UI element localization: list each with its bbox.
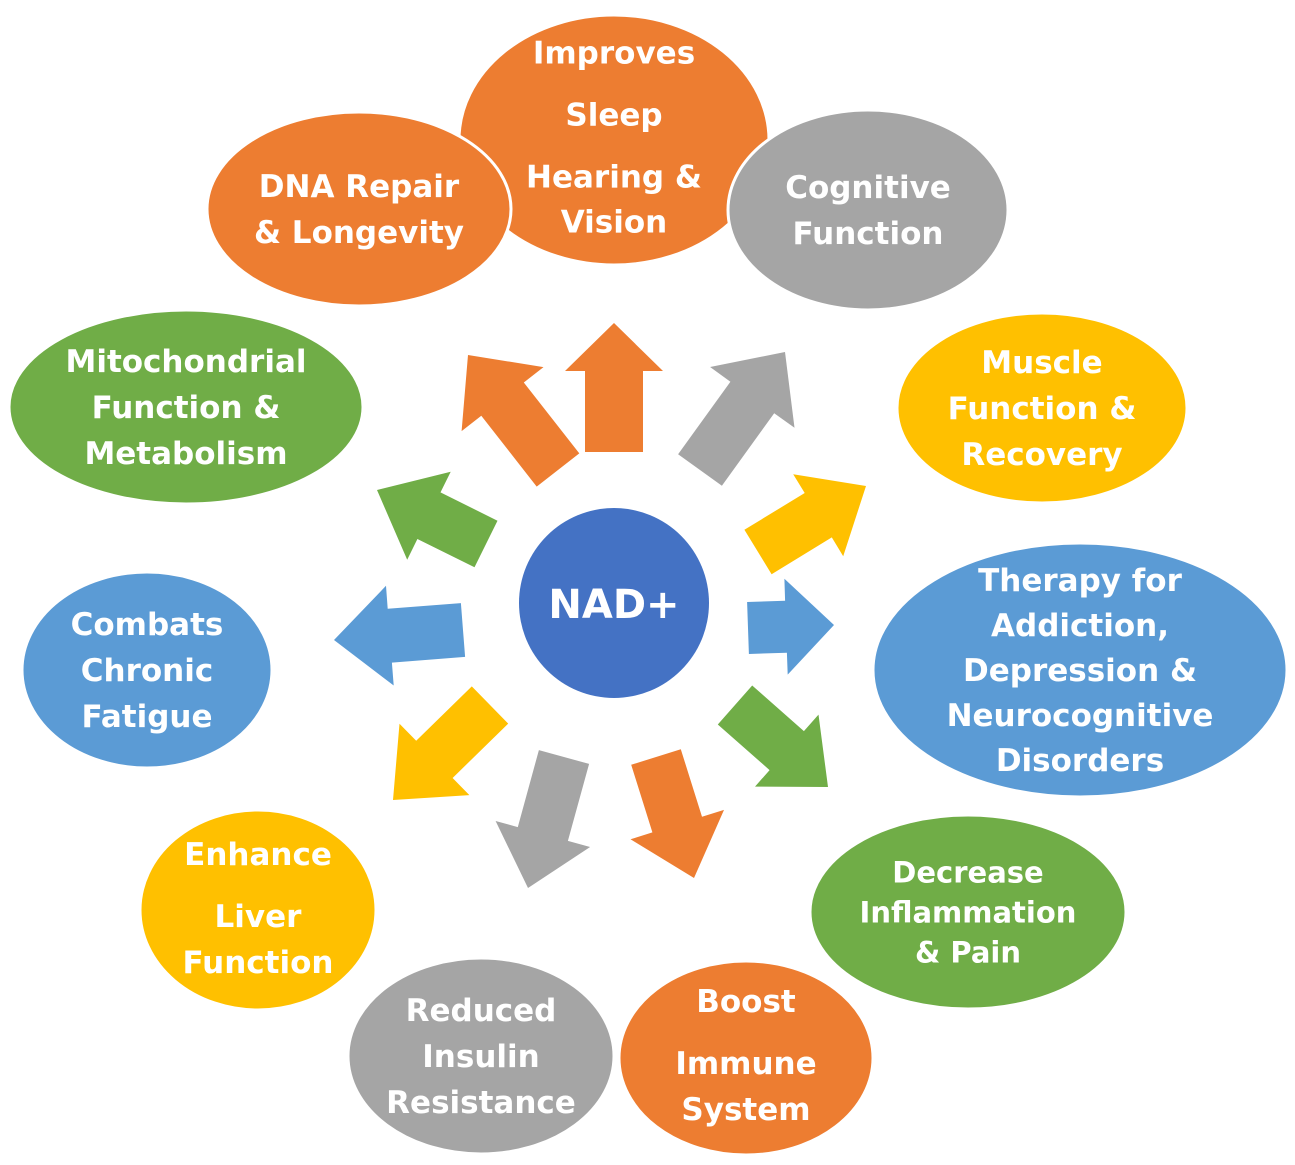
arrows-layer <box>334 323 866 888</box>
benefit-label-line: Fatigue <box>81 699 212 735</box>
benefit-label-line: Recovery <box>961 437 1122 473</box>
center-node <box>519 508 709 698</box>
benefit-label-line: Neurocognitive <box>947 698 1214 734</box>
benefit-label-line: Sleep <box>565 98 662 134</box>
benefit-label-line: Vision <box>561 205 668 241</box>
benefit-ellipse <box>138 808 378 1012</box>
arrow-8 <box>495 750 591 888</box>
benefit-ellipse <box>726 108 1010 312</box>
benefit-label-line: Metabolism <box>84 436 287 472</box>
arrow-11 <box>377 471 498 568</box>
arrow-3 <box>678 352 795 486</box>
arrow-6 <box>717 685 828 787</box>
benefit-ellipse <box>808 813 1128 1011</box>
benefit-label-line: Hearing & <box>526 160 702 196</box>
benefit-label-line: Resistance <box>386 1085 576 1121</box>
benefit-label-line: Function & <box>92 390 281 426</box>
benefit-label-line: & Longevity <box>254 215 464 251</box>
benefit-label-line: DNA Repair <box>259 169 460 205</box>
benefit-label-line: Inflammation <box>860 895 1077 929</box>
benefit-label-line: Boost <box>696 984 796 1020</box>
benefit-label-line: Improves <box>533 36 695 72</box>
benefit-label-line: Addiction, <box>991 608 1169 644</box>
benefit-ellipse <box>7 308 365 506</box>
arrow-7 <box>630 749 724 878</box>
center-label: NAD+ <box>548 582 679 628</box>
benefit-ellipse <box>346 956 616 1156</box>
benefit-label-line: Depression & <box>963 653 1197 689</box>
benefit-label-line: & Pain <box>915 935 1021 969</box>
benefit-label-line: Muscle <box>981 345 1102 381</box>
arrow-9 <box>393 686 509 800</box>
benefit-label-line: Combats <box>71 607 224 643</box>
benefit-label-line: Therapy for <box>978 563 1182 599</box>
benefit-ellipse <box>871 541 1289 799</box>
benefit-ellipse <box>617 959 875 1157</box>
benefit-label-line: Insulin <box>422 1039 539 1075</box>
benefit-label-line: Decrease <box>892 855 1043 889</box>
arrow-1 <box>461 355 580 487</box>
benefit-label-line: Cognitive <box>785 170 951 206</box>
benefit-ellipse <box>895 311 1189 505</box>
benefit-node-11: DNA Repair & Longevity <box>205 110 513 308</box>
benefit-label-line: Disorders <box>996 743 1164 779</box>
benefit-label-line: Function <box>183 945 334 981</box>
benefit-label-line: Enhance <box>184 837 332 873</box>
arrow-5 <box>747 578 834 675</box>
arrow-10 <box>334 585 466 686</box>
center-layer: NAD+ <box>519 508 709 698</box>
benefit-label-line: Function & <box>948 391 1137 427</box>
benefit-label-line: Chronic <box>81 653 213 689</box>
arrow-4 <box>744 474 866 575</box>
benefit-label-line: Function <box>793 216 944 252</box>
benefit-label-line: Mitochondrial <box>65 344 306 380</box>
benefit-ellipse <box>205 110 513 308</box>
benefit-label-line: Immune <box>675 1046 816 1082</box>
benefit-ellipse <box>20 570 274 770</box>
benefit-label-line: Reduced <box>406 993 557 1029</box>
arrow-2 <box>565 323 663 452</box>
benefit-label-line: Liver <box>215 899 303 935</box>
benefit-label-line: System <box>681 1092 810 1128</box>
